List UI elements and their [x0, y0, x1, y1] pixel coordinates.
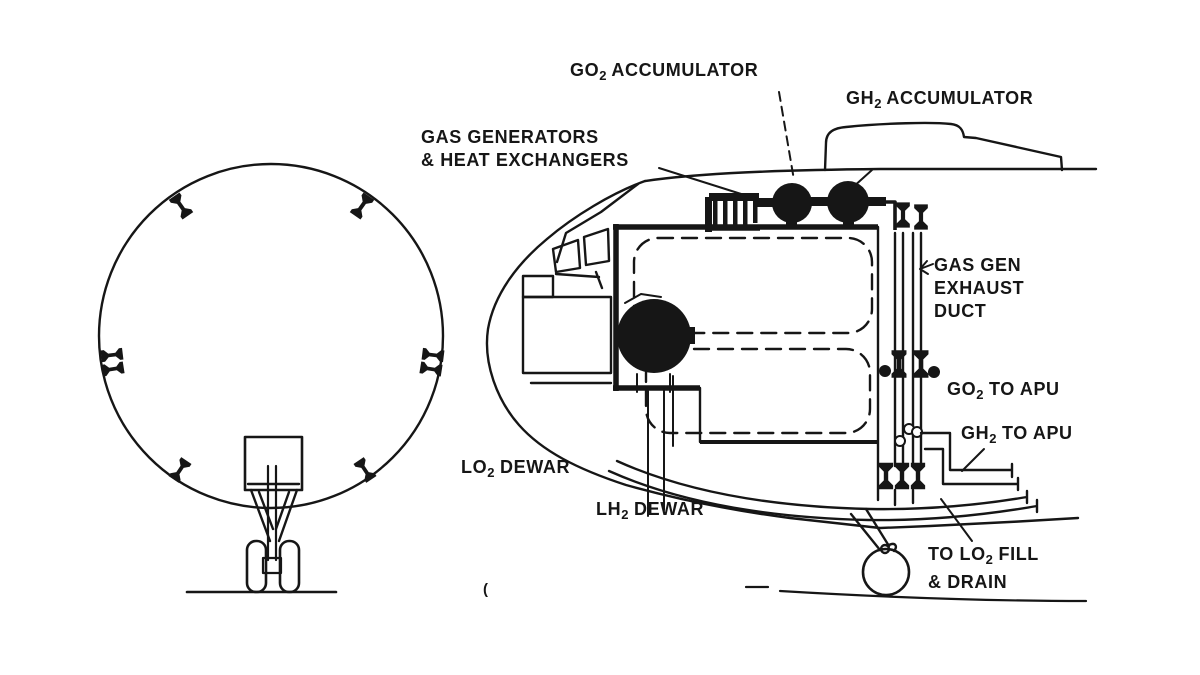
- gh2-apu-leader: [961, 448, 985, 472]
- gh2-apu-valves: [894, 423, 923, 447]
- nose-compartment-small: [521, 274, 555, 299]
- heat-exchanger-fins: [705, 193, 760, 232]
- label-lo2-dewar: LO2 DEWAR: [461, 457, 571, 480]
- right-wheel: [278, 539, 301, 594]
- fuselage-cross-section-circle: [97, 162, 445, 510]
- belly-duct-lines: [607, 459, 1039, 522]
- fuselage-top-line: [643, 167, 1098, 183]
- side-view: [485, 91, 1098, 603]
- label-gh2-accumulator: GH2 ACCUMULATOR: [846, 88, 1034, 111]
- nose-gear-wheel: [861, 547, 911, 597]
- go2-accumulator-leader: [778, 91, 795, 181]
- lower-dewar-dashed: [644, 347, 872, 435]
- label-lh2-dewar: LH2 DEWAR: [596, 499, 705, 522]
- mount-fittings: [100, 192, 445, 483]
- gas-generator-circle-2: [827, 181, 869, 223]
- gh2-accumulator-fairing: [823, 121, 1064, 172]
- label-gas-gen-exhaust-duct: GAS GEN EXHAUST DUCT: [934, 255, 1025, 321]
- nose-gear-side: [744, 507, 1088, 603]
- label-gh2-to-apu: GH2 TO APU: [961, 423, 1073, 446]
- exhaust-duct-arrow: [919, 260, 934, 275]
- cockpit-canopy: [521, 182, 640, 385]
- go2-apu-valves: [879, 350, 940, 378]
- label-to-lo2-fill-drain: TO LO2 FILL & DRAIN: [928, 544, 1039, 592]
- dewar-blower-unit: [617, 293, 695, 393]
- windshield-pane-right: [582, 227, 611, 267]
- exhaust-duct-pipes: [893, 231, 923, 468]
- gas-generator-circle-1: [772, 183, 812, 223]
- stray-paren-mark: (: [483, 581, 488, 598]
- leader-lines: [658, 91, 985, 542]
- gh2-apu-pipe: [919, 431, 1014, 479]
- landing-gear-cross-section: [185, 435, 338, 594]
- label-gas-generators: GAS GENERATORS & HEAT EXCHANGERS: [421, 127, 629, 170]
- fill-drain-leader: [940, 498, 973, 542]
- label-go2-accumulator: GO2 ACCUMULATOR: [570, 60, 759, 83]
- exhaust-valve-cluster: [896, 202, 928, 230]
- gas-generators-leader: [658, 167, 758, 200]
- ground-line-right: [744, 585, 1088, 603]
- nose-compartment-large: [521, 295, 613, 375]
- gh2-apu-pipe-2: [923, 447, 1020, 492]
- upper-dewar-dashed: [632, 236, 874, 335]
- nose-outline: [485, 179, 1080, 530]
- label-go2-to-apu: GO2 TO APU: [947, 379, 1060, 402]
- overboard-manifold-valves: [878, 462, 926, 490]
- cross-section-view: [97, 162, 445, 594]
- gas-generator-assembly: [705, 169, 928, 232]
- windshield-pane-left: [551, 238, 582, 274]
